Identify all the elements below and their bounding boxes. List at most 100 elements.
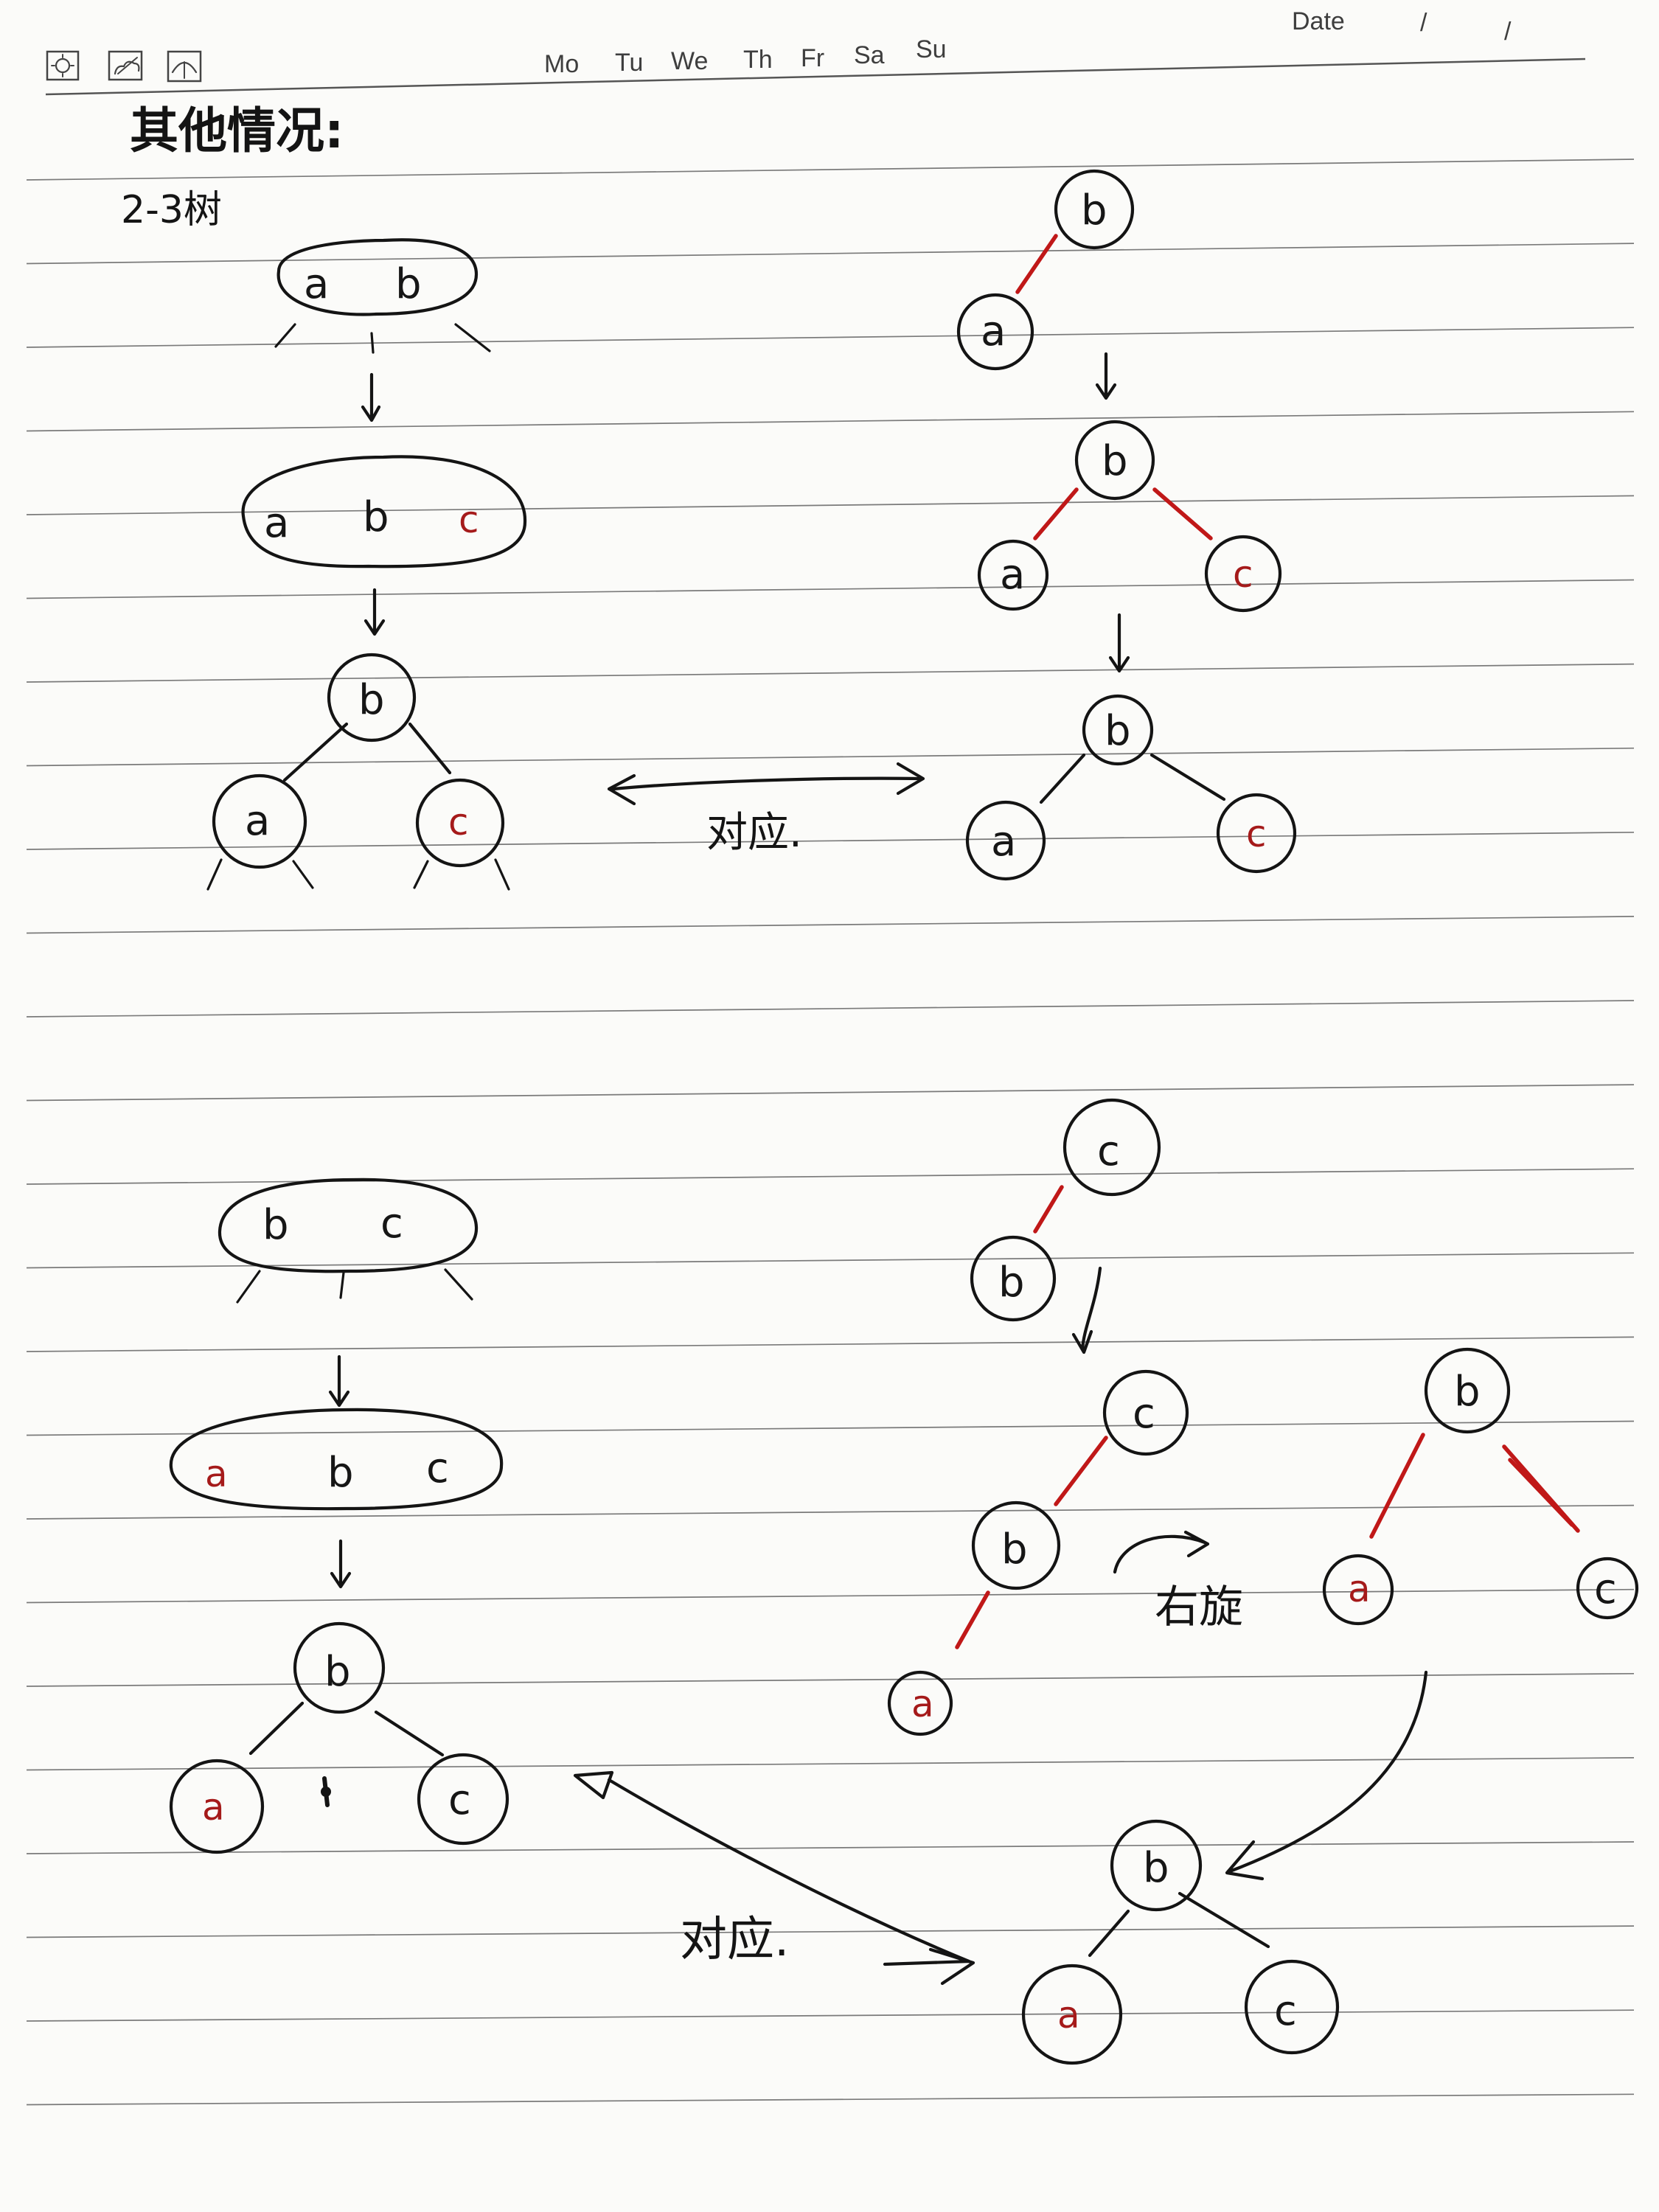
arrow-down-rb-3	[1071, 1266, 1102, 1354]
weekday-mo: Mo	[544, 50, 579, 78]
node-bc-key-b: b	[262, 1201, 289, 1249]
arrow-down-rb-1	[1095, 352, 1117, 400]
node-abc2-key-b: b	[327, 1449, 354, 1497]
umbrella-icon	[167, 50, 202, 83]
ruled-line	[26, 2009, 1635, 2022]
rb2-tree-1: c b	[970, 1098, 1161, 1322]
section2-23tree: b c a b c b a c	[169, 1178, 509, 1854]
section2-rbtrees: c b c b a 右旋 b a c	[887, 1098, 1639, 2065]
ruled-line	[26, 1757, 1635, 1771]
rb3-right-c: c	[1246, 813, 1267, 855]
weekday-we: We	[671, 47, 708, 75]
rb2-tree-2: c b a	[887, 1369, 1189, 1736]
tree-23-2: b a c	[169, 1621, 509, 1854]
sun-icon	[46, 50, 80, 81]
tree2-root-b: b	[324, 1648, 351, 1696]
ruled-line	[26, 1000, 1635, 1018]
arrow-down-rb-2	[1108, 613, 1130, 673]
arrow-down-2	[364, 588, 386, 636]
node-ab-key-b: b	[395, 260, 422, 308]
rb2t1-root-c: c	[1097, 1127, 1120, 1175]
final-right-c: c	[1274, 1987, 1297, 2035]
rb-tree-2: b a c	[977, 420, 1282, 613]
arrow-curve-down	[1225, 1670, 1428, 1881]
heading-other-cases: 其他情况:	[130, 102, 344, 159]
ruled-line	[26, 1084, 1635, 1102]
ruled-line	[26, 327, 1635, 348]
arrow-down-3	[328, 1354, 350, 1408]
ruled-line	[26, 159, 1635, 181]
date-separator-1: /	[1420, 9, 1427, 37]
rb2-left-a: a	[1000, 551, 1025, 599]
node-abc-key-a: a	[264, 499, 289, 547]
rb2t2-root-c: c	[1133, 1390, 1155, 1438]
rb3-left-a: a	[991, 818, 1016, 866]
ruled-line	[26, 1925, 1635, 1938]
date-separator-2: /	[1504, 18, 1512, 46]
subheading-23-tree: 2-3树	[121, 188, 222, 232]
ruled-line	[26, 1672, 1635, 1687]
node-abc2-key-c: c	[426, 1444, 449, 1492]
correspondence-arrow-2: 对应.	[573, 1770, 975, 1986]
node-bc: b c	[218, 1178, 479, 1304]
weekday-su: Su	[916, 35, 947, 63]
ruled-line	[26, 663, 1635, 683]
arrow-down-1	[361, 372, 381, 422]
ruled-line	[26, 1504, 1635, 1520]
ruled-line	[26, 579, 1635, 599]
rot-right-c: c	[1594, 1565, 1617, 1613]
ruled-line	[26, 411, 1635, 432]
ruled-line	[26, 916, 1635, 934]
rb2-rotated-tree: b a c	[1322, 1347, 1639, 1626]
rot-left-a: a	[1348, 1568, 1371, 1610]
node-abc-2: a b c	[169, 1408, 504, 1511]
weekday-fr: Fr	[801, 44, 824, 72]
node-abc: a b c	[241, 455, 527, 568]
node-bc-key-c: c	[380, 1200, 403, 1248]
final-left-a: a	[1057, 1994, 1080, 2037]
tree-root-b: b	[358, 676, 385, 724]
rb-tree-3: b a c	[965, 694, 1297, 881]
weekday-tu: Tu	[615, 49, 643, 77]
label-correspond-2: 对应.	[680, 1913, 789, 1967]
ruled-line	[26, 1420, 1635, 1436]
ruled-line	[26, 1841, 1635, 1854]
final-root-b: b	[1143, 1844, 1169, 1892]
label-rotate-right: 右旋	[1155, 1582, 1243, 1633]
header-rule	[45, 58, 1586, 96]
rb-tree-1: b a	[956, 169, 1135, 371]
tree2-right-c: c	[448, 1776, 471, 1824]
rot-root-b: b	[1454, 1368, 1481, 1416]
tree2-left-a: a	[202, 1786, 225, 1829]
rb1-root-b: b	[1081, 187, 1107, 234]
ruled-line	[26, 243, 1635, 265]
ruled-line	[26, 1588, 1635, 1604]
node-ab-key-a: a	[304, 260, 329, 308]
date-label: Date	[1292, 7, 1345, 35]
node-ab: a b	[274, 238, 491, 354]
ruled-lines	[26, 159, 1635, 2106]
node-abc-key-b: b	[363, 493, 389, 541]
label-correspond-1: 对应.	[706, 809, 802, 857]
ruled-line	[26, 747, 1635, 767]
rb2t2-leaf-a: a	[911, 1683, 934, 1725]
tree-23: b a c	[206, 653, 510, 891]
tree-left-a: a	[245, 797, 270, 845]
rb2-final-tree: b a c	[1021, 1819, 1340, 2065]
tree-right-c: c	[448, 801, 469, 844]
ruled-line	[26, 831, 1635, 850]
rb2-root-b: b	[1102, 437, 1128, 485]
header-strip: Mo Tu We Th Fr Sa Su Date / /	[45, 7, 1586, 96]
ruled-line	[26, 1252, 1635, 1269]
ruled-line	[26, 1336, 1635, 1352]
cloud-icon	[108, 50, 143, 81]
ruled-line	[26, 495, 1635, 515]
node-abc2-key-a: a	[205, 1453, 228, 1495]
rb3-root-b: b	[1105, 707, 1131, 755]
arrow-down-4	[330, 1539, 352, 1589]
rb1-left-a: a	[981, 307, 1006, 355]
rb2-right-c: c	[1233, 553, 1253, 596]
rb2t2-mid-b: b	[1001, 1526, 1028, 1573]
